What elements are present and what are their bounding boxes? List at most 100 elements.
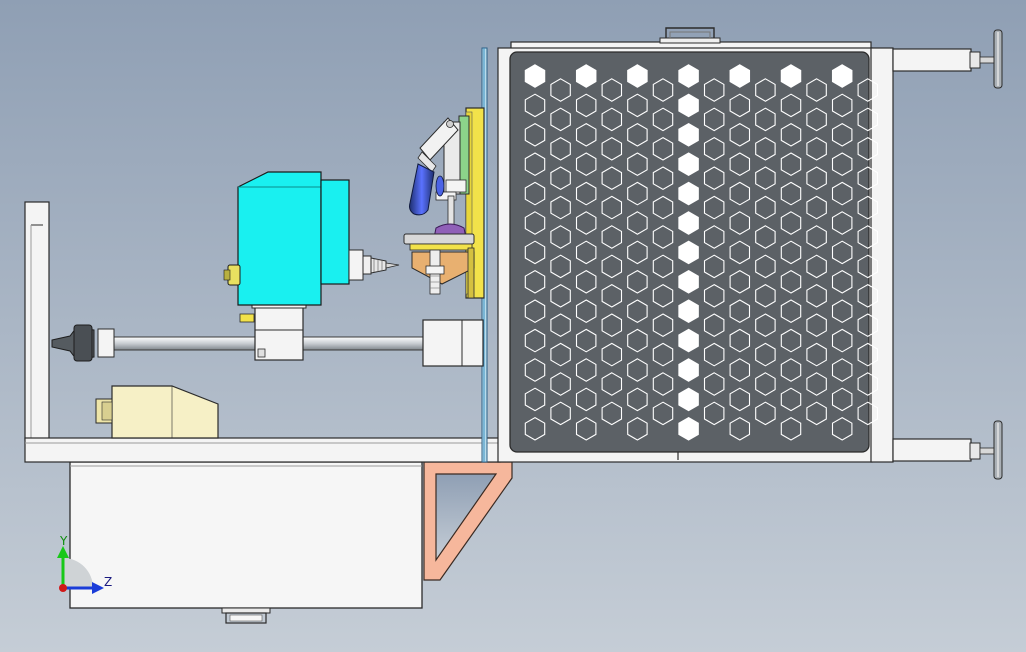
hex-hole [806, 313, 827, 338]
vertical-work-head[interactable] [403, 107, 485, 299]
hex-hole [780, 358, 802, 382]
hex-hole [831, 328, 853, 353]
leveling-foot-bottom[interactable] [969, 420, 1003, 480]
hex-hole [729, 211, 751, 235]
hex-hole [652, 254, 674, 279]
hex-hole [703, 401, 725, 426]
spindle-head[interactable] [223, 171, 400, 323]
hex-hole [601, 342, 623, 367]
hex-hole [601, 107, 623, 132]
hex-hole [857, 195, 879, 220]
hex-hole [524, 122, 546, 147]
guard-frame[interactable] [481, 27, 1003, 480]
base-rail [24, 437, 501, 463]
hex-hole [678, 328, 699, 353]
hex-hole [857, 283, 879, 308]
hex-hole [755, 313, 776, 338]
hex-hole [524, 93, 546, 118]
motor-unit[interactable] [95, 385, 219, 439]
hex-hole [575, 64, 597, 88]
hex-hole [831, 181, 853, 206]
hex-hole [601, 372, 623, 396]
leveling-foot-top[interactable] [969, 29, 1003, 89]
hex-hole [755, 78, 776, 102]
hex-hole [627, 93, 648, 118]
bracket-cutout [435, 473, 498, 562]
hex-hole [524, 152, 546, 177]
z-axis-arrowhead [92, 582, 104, 594]
hex-hole [627, 152, 648, 177]
motor-housing [111, 385, 219, 439]
hex-hole [831, 240, 853, 265]
hex-hole [831, 416, 853, 441]
y-axis-arrowhead [57, 546, 69, 558]
hex-hole [678, 211, 699, 235]
cabinet-handle[interactable] [221, 607, 271, 624]
hex-hole [652, 78, 674, 102]
hex-hole [550, 372, 571, 396]
hex-hole [627, 211, 648, 235]
hex-hole [806, 166, 827, 191]
hex-hole [831, 93, 853, 118]
hex-hole [703, 372, 725, 396]
hex-hole [780, 93, 802, 118]
hex-hole [575, 181, 597, 206]
hex-hole [703, 254, 725, 279]
hex-hole [550, 225, 571, 249]
hex-hole [575, 269, 597, 294]
hex-hole [755, 254, 776, 279]
hex-hole [550, 107, 571, 132]
hex-hole [857, 401, 879, 426]
hex-hole [806, 195, 827, 220]
hex-hole [703, 107, 725, 132]
hex-hole [524, 299, 546, 324]
hex-hole [831, 122, 853, 147]
hex-hole [857, 225, 879, 249]
hex-hole [550, 195, 571, 220]
spindle-chuck [348, 249, 400, 281]
hex-hole [652, 401, 674, 426]
hex-hole [806, 225, 827, 249]
spindle-side-tab [239, 313, 255, 323]
lower-cabinet[interactable] [69, 461, 423, 624]
hex-hole [550, 166, 571, 191]
hex-hole [575, 416, 597, 441]
hex-hole [627, 122, 648, 147]
hex-hole [524, 240, 546, 265]
guard-top-handle[interactable] [659, 27, 721, 44]
hex-hole [857, 313, 879, 338]
hex-hole [575, 211, 597, 235]
hex-hole [550, 283, 571, 308]
hex-hole [652, 107, 674, 132]
toggle-clamp-lever[interactable] [409, 117, 459, 216]
hex-hole [703, 313, 725, 338]
hex-hole [627, 181, 648, 206]
main-shaft-assembly[interactable] [51, 303, 484, 367]
hex-hole [729, 122, 751, 147]
hex-hole [755, 283, 776, 308]
hex-hole [575, 152, 597, 177]
hex-hole [806, 401, 827, 426]
coordinate-triad: Y Z [57, 534, 112, 594]
hex-hole [550, 342, 571, 367]
hex-hole [806, 372, 827, 396]
base-frame[interactable] [24, 201, 501, 463]
hex-hole [806, 78, 827, 102]
hex-hole [601, 401, 623, 426]
hex-hole [678, 387, 699, 412]
hex-hole [627, 240, 648, 265]
hex-hole [703, 136, 725, 161]
hex-hole [550, 401, 571, 426]
z-axis-label: Z [104, 575, 112, 589]
hex-hole [627, 328, 648, 353]
rotary-plate[interactable] [403, 233, 475, 245]
hex-hole [780, 240, 802, 265]
hex-hole [601, 313, 623, 338]
clamp-grip-handle[interactable] [409, 163, 435, 216]
hex-hole [524, 181, 546, 206]
hex-hole [780, 416, 802, 441]
hex-hole [575, 93, 597, 118]
hex-hole [755, 136, 776, 161]
